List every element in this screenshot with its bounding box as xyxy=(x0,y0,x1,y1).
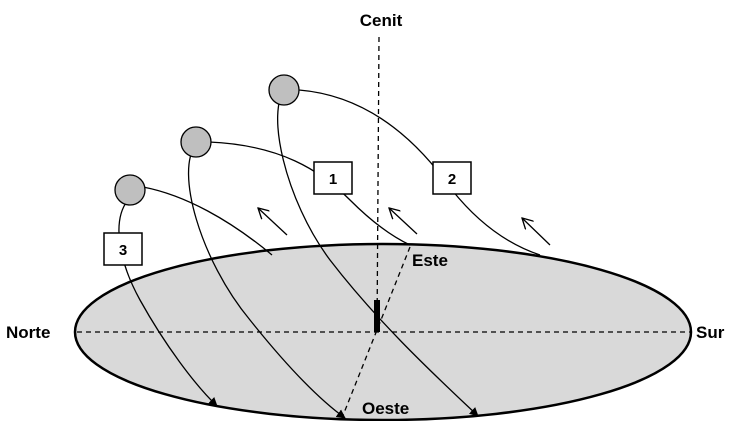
zenith-label: Cenit xyxy=(360,11,403,30)
sun-path-2 xyxy=(276,87,479,417)
south-label: Sur xyxy=(696,323,725,342)
path-2-box xyxy=(432,161,472,195)
zenith-line xyxy=(376,36,380,333)
direction-arrow-icon xyxy=(258,208,288,236)
path-2-label: 2 xyxy=(448,171,456,188)
path-1-label: 1 xyxy=(329,171,337,188)
direction-arrow-icon xyxy=(522,218,551,246)
west-label: Oeste xyxy=(362,399,409,418)
direction-arrow-icon xyxy=(389,208,418,235)
sun-icon xyxy=(180,126,212,158)
path-1-box xyxy=(313,161,353,195)
path-3-box xyxy=(103,232,143,266)
sun-path-3-rise xyxy=(142,186,273,256)
sun-icon xyxy=(114,174,146,206)
sun-path-3 xyxy=(118,199,218,407)
east-west-axis xyxy=(341,246,411,419)
path-3-label: 3 xyxy=(119,242,127,259)
north-label: Norte xyxy=(6,323,50,342)
east-label: Este xyxy=(412,251,448,270)
sun-path-1 xyxy=(187,144,346,419)
sun-icon xyxy=(268,74,300,106)
